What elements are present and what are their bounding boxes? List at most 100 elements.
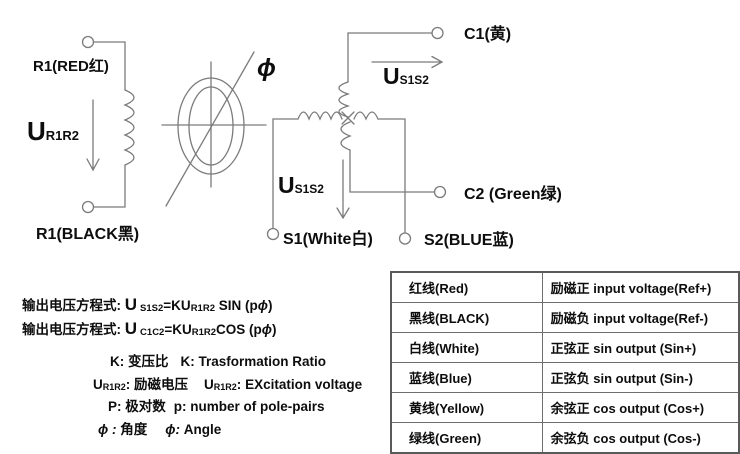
wire-cell: 黑线(BLACK) — [390, 302, 543, 333]
definition-cn: P: 极对数 — [108, 397, 166, 420]
us1s2-direction-arrow-down — [336, 159, 350, 220]
cos-coil-bottom — [340, 121, 352, 151]
function-cell: 正弦正 sin output (Sin+) — [541, 332, 740, 363]
definition-en-text: EXcitation voltage — [245, 376, 363, 392]
definition-cn: ϕ : 角度 — [98, 420, 147, 443]
excitation-wire-top — [92, 41, 126, 91]
equation-mid-subscript: R1R2 — [190, 303, 215, 314]
us1s2-left-subscript: S1S2 — [295, 182, 325, 196]
function-cell: 励磁负 input voltage(Ref-) — [541, 302, 740, 333]
definition-k: K: 变压比 K: Trasformation Ratio — [110, 352, 394, 375]
function-cell: 余弦正 cos output (Cos+) — [541, 392, 740, 423]
terminal-r1-red — [81, 35, 95, 49]
table-row: 红线(Red) 励磁正 input voltage(Ref+) — [390, 271, 740, 303]
equation-u-subscript: S1S2 — [140, 303, 164, 314]
symbol-definitions: K: 变压比 K: Trasformation Ratio UR1R2: 励磁电… — [22, 352, 394, 442]
equation-label: 输出电压方程式: — [22, 298, 121, 313]
us1s2-top-subscript: S1S2 — [400, 73, 430, 87]
terminal-s2 — [398, 232, 412, 245]
wire-color-table: 红线(Red) 励磁正 input voltage(Ref+) 黑线(BLACK… — [390, 271, 740, 454]
terminal-s1 — [266, 227, 280, 241]
definition-symbol: K: — [180, 354, 195, 369]
definition-colon: : — [125, 376, 131, 392]
label-c2: C2 (Green绿) — [464, 184, 562, 203]
label-ur1r2: UR1R2 — [27, 116, 79, 146]
wire-cell: 红线(Red) — [390, 271, 543, 303]
definition-colon: : — [236, 376, 242, 392]
sin-wire-right — [377, 118, 406, 234]
equation-u-subscript: C1C2 — [140, 327, 165, 338]
equation-function: SIN (p — [214, 298, 258, 313]
equation-close: ) — [267, 298, 273, 313]
label-s1: S1(White白) — [283, 229, 373, 248]
definition-symbol-sub: R1R2 — [102, 381, 126, 392]
equation-u: U — [124, 319, 138, 338]
terminal-c1 — [431, 26, 444, 40]
function-cell: 励磁正 input voltage(Ref+) — [541, 271, 740, 303]
function-cell: 正弦负 sin output (Sin-) — [541, 362, 740, 393]
definition-symbol: P: — [108, 399, 122, 414]
us1s2-direction-arrow-right — [371, 55, 444, 69]
definition-cn-text: 角度 — [120, 421, 148, 437]
sin-wire-left — [272, 118, 299, 229]
definition-cn: UR1R2: 励磁电压 — [93, 375, 188, 398]
definition-en: UR1R2: EXcitation voltage — [204, 375, 362, 398]
rotor-flux-axis-diagonal — [165, 51, 255, 207]
definition-symbol: U — [93, 376, 103, 392]
wire-cell: 黄线(Yellow) — [390, 392, 543, 423]
ur1r2-main: U — [27, 116, 46, 146]
label-c1: C1(黄) — [464, 24, 511, 43]
ur1r2-subscript: R1R2 — [46, 128, 79, 143]
cos-wire-top — [347, 32, 432, 83]
label-us1s2-left: US1S2 — [278, 172, 324, 198]
definition-cn-text: 变压比 — [128, 354, 169, 369]
ur1r2-direction-arrow — [86, 99, 100, 172]
definition-en: p: number of pole-pairs — [174, 397, 325, 420]
cos-wire-bottom — [349, 149, 435, 193]
excitation-coil — [123, 89, 135, 166]
terminal-c2 — [433, 185, 447, 199]
definition-symbol: p: — [173, 399, 187, 414]
definition-angle: ϕ : 角度 ϕ: Angle — [98, 420, 394, 443]
label-us1s2-top: US1S2 — [383, 63, 429, 89]
excitation-wire-bottom — [92, 164, 126, 208]
definition-symbol: ϕ : — [98, 421, 117, 437]
winding-junction-mark — [341, 111, 355, 125]
definition-en-text: Trasformation Ratio — [198, 354, 327, 369]
flux-phi-symbol: ϕ — [257, 54, 276, 82]
label-s2: S2(BLUE蓝) — [424, 230, 514, 249]
label-r1-black: R1(BLACK黑) — [36, 225, 139, 243]
wire-cell: 白线(White) — [390, 332, 543, 363]
definition-symbol: U — [204, 376, 214, 392]
definition-cn-text: 极对数 — [125, 399, 166, 414]
function-cell: 余弦负 cos output (Cos-) — [541, 422, 740, 454]
table-row: 蓝线(Blue) 正弦负 sin output (Sin-) — [390, 362, 740, 393]
equation-phi: ϕ — [257, 298, 268, 313]
equation-mid-subscript: R1R2 — [191, 327, 217, 338]
equation-mid: =KU — [163, 298, 191, 313]
equation-phi: ϕ — [261, 322, 273, 337]
wire-cell: 绿线(Green) — [390, 422, 543, 454]
equation-function: COS (p — [216, 322, 262, 337]
label-r1-red: R1(RED红) — [33, 57, 109, 75]
definition-symbol: K: — [110, 354, 125, 369]
definition-symbol-sub: R1R2 — [213, 381, 237, 392]
equation-u: U — [124, 295, 138, 314]
equation-label: 输出电压方程式: — [22, 322, 121, 337]
definition-cn: K: 变压比 — [110, 352, 169, 375]
cos-coil-top — [338, 81, 351, 118]
definition-symbol: ϕ: — [165, 421, 180, 437]
definition-en: K: Trasformation Ratio — [181, 352, 327, 375]
equation-mid: =KU — [164, 322, 192, 337]
resolver-wiring-diagram: R1(RED红) R1(BLACK黑) UR1R2 ϕ C1(黄) C2 (Gr… — [27, 24, 562, 249]
sin-coil-horizontal — [297, 111, 379, 121]
table-row: 绿线(Green) 余弦负 cos output (Cos-) — [390, 422, 740, 454]
definition-en-text: Angle — [183, 421, 222, 437]
definition-pole-pairs: P: 极对数 p: number of pole-pairs — [108, 397, 394, 420]
definition-en-text: number of pole-pairs — [190, 399, 325, 414]
terminal-r1-black — [81, 200, 95, 214]
